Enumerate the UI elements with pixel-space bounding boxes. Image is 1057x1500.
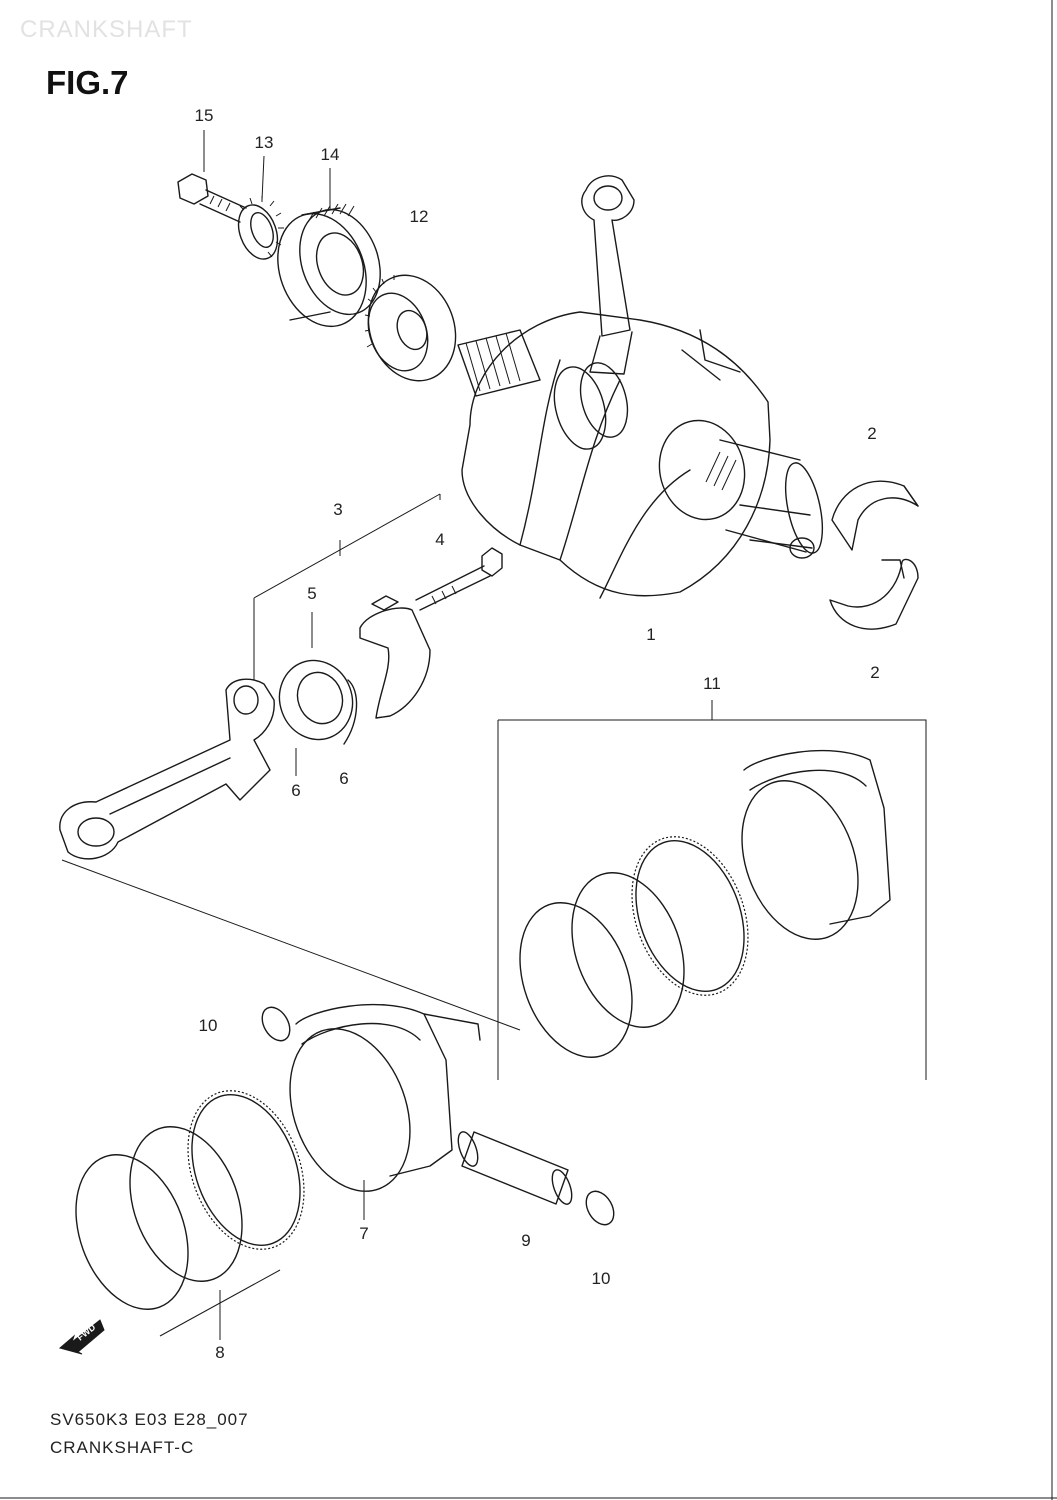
callout-15: 15 xyxy=(194,106,214,125)
part-15-bolt xyxy=(177,173,247,223)
part-12-gear-plate xyxy=(364,274,457,382)
callout-10-upper: 10 xyxy=(198,1016,218,1035)
diagram-code: SV650K3 E03 E28_007 xyxy=(50,1410,249,1429)
callout-6-right: 6 xyxy=(339,769,349,788)
part-9-piston-pin xyxy=(457,1131,573,1205)
callout-10-lower: 10 xyxy=(591,1269,611,1288)
callout-5: 5 xyxy=(307,584,317,603)
callout-3: 3 xyxy=(333,500,343,519)
callout-8: 8 xyxy=(215,1343,225,1362)
part-1-crankshaft xyxy=(457,175,824,599)
callout-12: 12 xyxy=(409,207,429,226)
part-5-conrod-cap xyxy=(359,595,431,719)
upper-piston-rings xyxy=(519,836,749,1058)
part-6-bearing-right xyxy=(343,679,358,745)
part-13-gear xyxy=(237,196,284,260)
callout-9: 9 xyxy=(521,1231,531,1250)
part-6-bearing-left xyxy=(278,659,354,741)
bracket-11 xyxy=(497,719,927,1080)
callout-1: 1 xyxy=(646,625,656,644)
bracket-3 xyxy=(61,493,521,1031)
part-10-circlip-upper xyxy=(261,1006,291,1042)
fwd-arrow-icon: FWD xyxy=(58,1319,105,1355)
callout-7: 7 xyxy=(359,1224,369,1243)
callout-6-left: 6 xyxy=(291,781,301,800)
callout-11: 11 xyxy=(703,674,721,693)
callout-14: 14 xyxy=(320,145,340,164)
diagram-name: CRANKSHAFT-C xyxy=(50,1438,195,1457)
part-10-circlip-lower xyxy=(585,1190,615,1226)
part-2-bearing-upper xyxy=(831,480,919,551)
upper-piston xyxy=(741,749,891,940)
part-8-rings xyxy=(75,1090,305,1337)
part-14-bearing xyxy=(277,203,381,328)
callout-4: 4 xyxy=(435,530,445,549)
connecting-rod xyxy=(59,678,275,860)
leader-lines xyxy=(203,130,713,1340)
watermark-text: CRANKSHAFT xyxy=(20,16,193,43)
part-4-bolt xyxy=(415,547,503,611)
callout-2-lower: 2 xyxy=(870,663,880,682)
figure-title: FIG.7 xyxy=(46,64,129,101)
part-2-bearing-lower xyxy=(829,558,919,630)
callout-2-upper: 2 xyxy=(867,424,877,443)
callout-13: 13 xyxy=(254,133,274,152)
part-7-piston xyxy=(289,1003,481,1192)
